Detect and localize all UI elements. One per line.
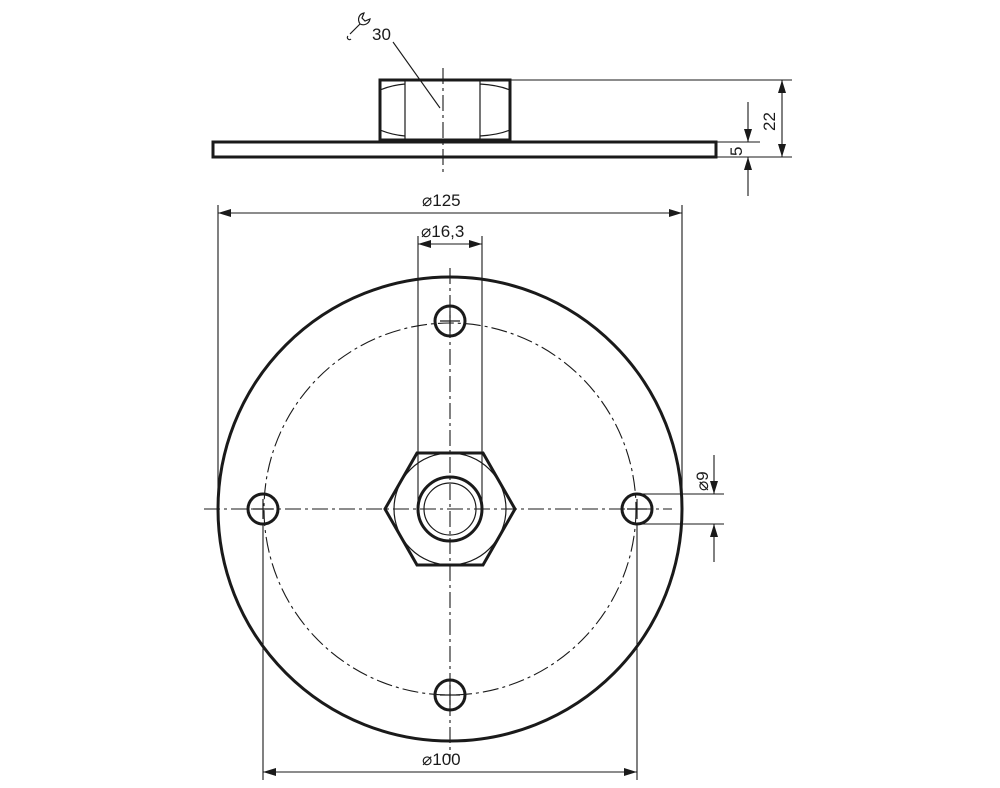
side-plate (211, 140, 718, 159)
hex-nut-chamfer (393, 452, 507, 566)
wrench-leader (392, 41, 441, 109)
dim-16-label: ⌀16,3 (421, 222, 464, 241)
thread-inner (423, 482, 477, 536)
side-nut (378, 78, 512, 142)
side-nut-facets (379, 80, 511, 140)
hole-top (433, 304, 467, 338)
dim-5-label: 5 (727, 147, 746, 156)
wrench-icon (346, 12, 371, 41)
hex-nut (383, 451, 517, 567)
dim-100-label: ⌀100 (422, 750, 461, 769)
hole-bottom (433, 678, 467, 712)
dim-9-label: ⌀9 (693, 471, 712, 491)
dim-125-label: ⌀125 (422, 191, 461, 210)
wrench-size-label: 30 (372, 25, 391, 44)
side-view: 30 22 5 (211, 12, 792, 196)
top-view: ⌀125 ⌀16,3 ⌀9 ⌀100 (204, 191, 724, 780)
dim-22-label: 22 (760, 112, 779, 131)
